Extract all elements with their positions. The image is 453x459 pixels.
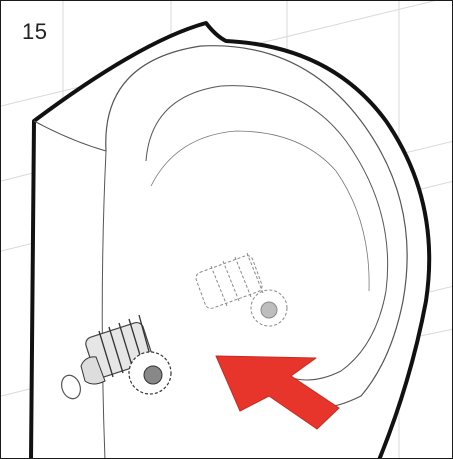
urinal-icon [29,21,432,458]
mounting-bolt-icon [195,252,288,327]
mounting-bolt-icon [80,314,172,395]
red-arrow-icon [215,355,340,430]
step-number: 15 [22,19,48,44]
o-ring-icon [60,374,82,400]
